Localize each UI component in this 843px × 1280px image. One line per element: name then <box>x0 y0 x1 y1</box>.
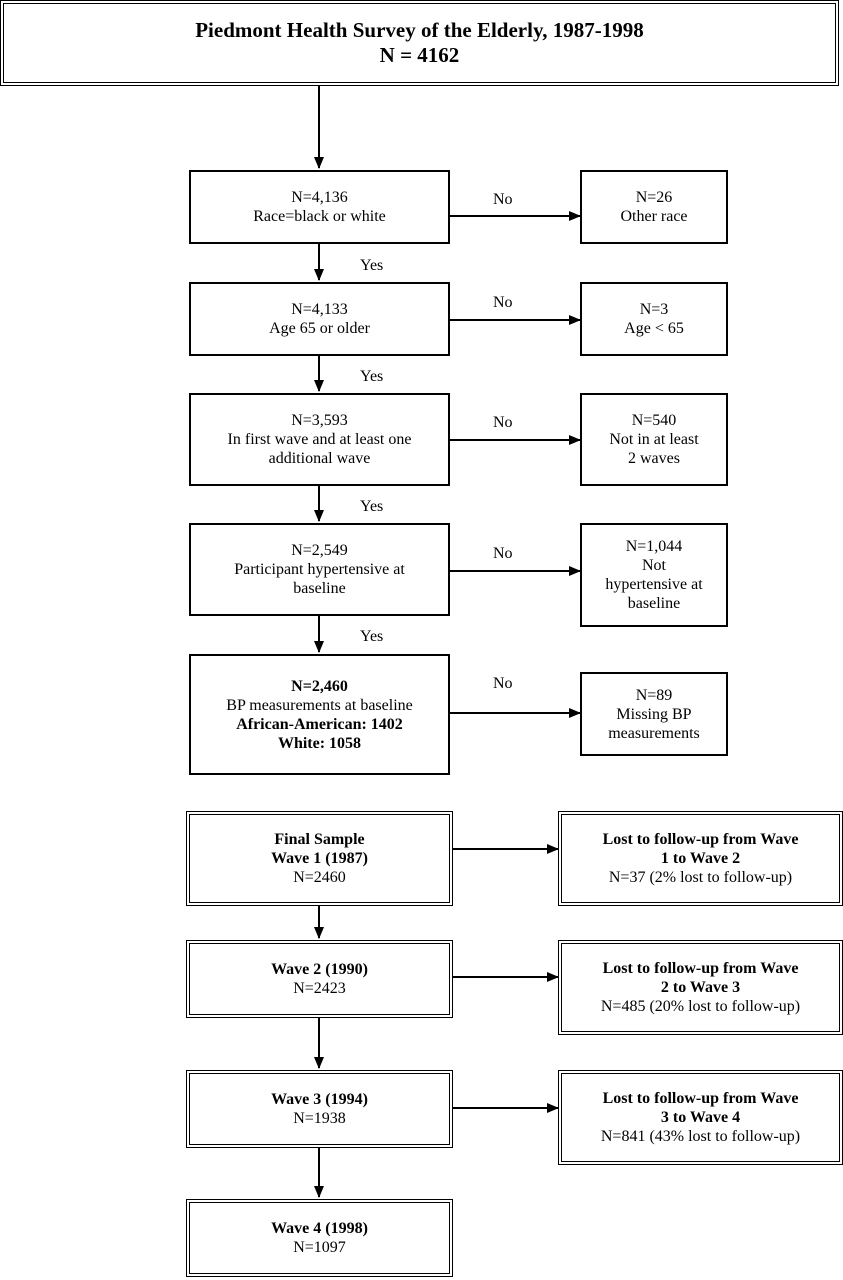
exclusion-box-not-hypertensive: N=1,044 Not hypertensive at baseline <box>580 523 728 627</box>
title-box: Piedmont Health Survey of the Elderly, 1… <box>0 0 839 86</box>
race-count-white: White: 1058 <box>277 734 362 752</box>
step-box-hypertensive: N=2,549 Participant hypertensive at base… <box>189 523 450 616</box>
exclusion-box-missing-bp: N=89 Missing BP measurements <box>580 672 728 756</box>
step-n: N=4,136 <box>291 189 348 206</box>
no-label: No <box>493 675 513 692</box>
wave-heading: Wave 2 (1990) <box>271 961 368 978</box>
lost-n: N=485 (20% lost to follow-up) <box>600 998 801 1015</box>
exclusion-n: N=540 <box>631 412 677 429</box>
lost-heading: Lost to follow-up from Wave <box>602 960 799 977</box>
exclusion-text: Age < 65 <box>624 320 684 337</box>
wave-heading: Wave 3 (1994) <box>271 1091 368 1108</box>
yes-label: Yes <box>360 257 384 274</box>
exclusion-text: Not in at least <box>609 431 699 448</box>
lost-n: N=37 (2% lost to follow-up) <box>608 869 793 886</box>
wave-box-2: Wave 2 (1990) N=2423 <box>186 940 453 1018</box>
lost-heading: 3 to Wave 4 <box>660 1109 741 1126</box>
exclusion-n: N=1,044 <box>625 538 683 555</box>
wave-heading: Final Sample <box>274 831 365 848</box>
exclusion-box-waves: N=540 Not in at least 2 waves <box>580 393 728 486</box>
step-box-age: N=4,133 Age 65 or older <box>189 282 450 356</box>
exclusion-n: N=89 <box>635 686 673 704</box>
no-label: No <box>493 414 513 431</box>
yes-label: Yes <box>360 368 384 385</box>
step-text: In first wave and at least one <box>227 431 412 448</box>
step-n: N=3,593 <box>291 412 348 429</box>
yes-label: Yes <box>360 628 384 645</box>
step-text: Race=black or white <box>253 208 386 225</box>
wave-box-1: Final Sample Wave 1 (1987) N=2460 <box>186 811 453 906</box>
step-box-waves: N=3,593 In first wave and at least one a… <box>189 393 450 486</box>
step-text: BP measurements at baseline <box>226 696 413 714</box>
lost-heading: Lost to follow-up from Wave <box>602 1090 799 1107</box>
exclusion-text: Other race <box>620 208 688 225</box>
exclusion-text: baseline <box>627 595 681 612</box>
lost-n: N=841 (43% lost to follow-up) <box>600 1128 801 1145</box>
exclusion-box-age: N=3 Age < 65 <box>580 282 728 356</box>
step-box-race: N=4,136 Race=black or white <box>189 170 450 244</box>
no-label: No <box>493 191 513 208</box>
wave-n: N=2460 <box>293 869 346 886</box>
lost-box-wave2-to-wave3: Lost to follow-up from Wave 2 to Wave 3 … <box>558 940 843 1035</box>
title-line1: Piedmont Health Survey of the Elderly, 1… <box>195 18 644 42</box>
step-text: baseline <box>293 580 346 597</box>
step-text: Participant hypertensive at <box>234 561 405 578</box>
lost-heading: Lost to follow-up from Wave <box>602 831 799 848</box>
step-n: N=2,460 <box>291 677 348 695</box>
wave-box-4: Wave 4 (1998) N=1097 <box>186 1199 453 1277</box>
step-text: additional wave <box>268 450 371 467</box>
no-label: No <box>493 545 513 562</box>
step-n: N=4,133 <box>291 301 348 318</box>
title-line2: N = 4162 <box>379 43 460 67</box>
exclusion-text: Not <box>642 557 666 574</box>
step-n: N=2,549 <box>291 542 348 559</box>
exclusion-text: measurements <box>608 724 700 742</box>
wave-n: N=1097 <box>293 1239 346 1256</box>
exclusion-text: 2 waves <box>628 450 680 467</box>
exclusion-text: hypertensive at <box>605 576 703 593</box>
yes-label: Yes <box>360 498 384 515</box>
lost-box-wave3-to-wave4: Lost to follow-up from Wave 3 to Wave 4 … <box>558 1070 843 1165</box>
wave-box-3: Wave 3 (1994) N=1938 <box>186 1070 453 1148</box>
no-label: No <box>493 294 513 311</box>
wave-n: N=2423 <box>293 980 346 997</box>
lost-heading: 1 to Wave 2 <box>660 850 741 867</box>
exclusion-text: Missing BP <box>616 705 692 723</box>
wave-heading: Wave 4 (1998) <box>271 1220 368 1237</box>
step-box-bp-measurements: N=2,460 BP measurements at baseline Afri… <box>189 654 450 775</box>
exclusion-box-other-race: N=26 Other race <box>580 170 728 244</box>
exclusion-n: N=26 <box>635 189 673 206</box>
wave-heading: Wave 1 (1987) <box>271 850 368 867</box>
step-text: Age 65 or older <box>269 320 370 337</box>
race-count-african-american: African-American: 1402 <box>236 715 403 733</box>
exclusion-n: N=3 <box>639 301 669 318</box>
lost-box-wave1-to-wave2: Lost to follow-up from Wave 1 to Wave 2 … <box>558 811 843 906</box>
lost-heading: 2 to Wave 3 <box>660 979 741 996</box>
wave-n: N=1938 <box>293 1110 346 1127</box>
